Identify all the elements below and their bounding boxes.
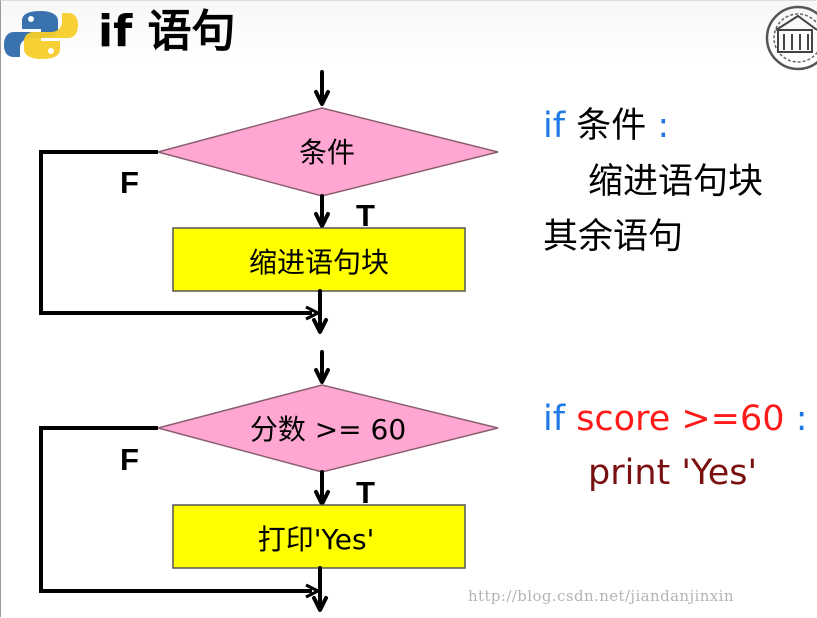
true-label: T	[356, 198, 375, 233]
exit-arrow	[312, 289, 328, 334]
true-arrow	[314, 470, 330, 506]
keyword-if: if	[543, 106, 566, 146]
flowchart-example: 分数 >= 60 T 打印'Yes' F	[39, 350, 499, 612]
code-example-line-body: print 'Yes'	[588, 453, 758, 493]
keyword-if: if	[543, 399, 566, 439]
false-label: F	[120, 165, 139, 200]
false-label: F	[120, 442, 139, 477]
condition-diamond	[155, 107, 499, 197]
indented-block	[172, 504, 466, 569]
flowchart-generic: 条件 T 缩进语句块 F	[39, 70, 499, 334]
entry-arrow	[314, 70, 330, 106]
code-colon: :	[657, 106, 670, 146]
code-example-line-if: if score >=60 :	[543, 397, 807, 441]
code-condition: 条件	[576, 106, 647, 146]
watermark: http://blog.csdn.net/jiandanjinxin	[468, 587, 734, 605]
indented-block	[172, 227, 466, 292]
condition-label: 条件	[299, 136, 355, 169]
code-line-rest: 其余语句	[543, 217, 684, 257]
title-bar	[0, 0, 817, 64]
university-seal-icon	[765, 5, 817, 71]
false-path	[39, 426, 312, 593]
code-colon: :	[795, 399, 808, 439]
exit-arrow	[312, 566, 328, 612]
condition-label: 分数 >= 60	[250, 413, 406, 446]
code-line-body: 缩进语句块	[588, 162, 764, 202]
python-logo-icon	[4, 11, 78, 59]
condition-diamond	[155, 384, 499, 473]
entry-arrow	[314, 350, 330, 384]
true-arrow	[314, 194, 330, 228]
page-title: if 语句	[98, 6, 236, 57]
true-label: T	[356, 475, 375, 510]
code-condition: score >=60	[576, 399, 785, 439]
block-label: 缩进语句块	[249, 246, 389, 279]
false-path	[39, 150, 312, 315]
block-label: 打印'Yes'	[258, 523, 375, 556]
code-line-if: if 条件 :	[543, 104, 669, 148]
